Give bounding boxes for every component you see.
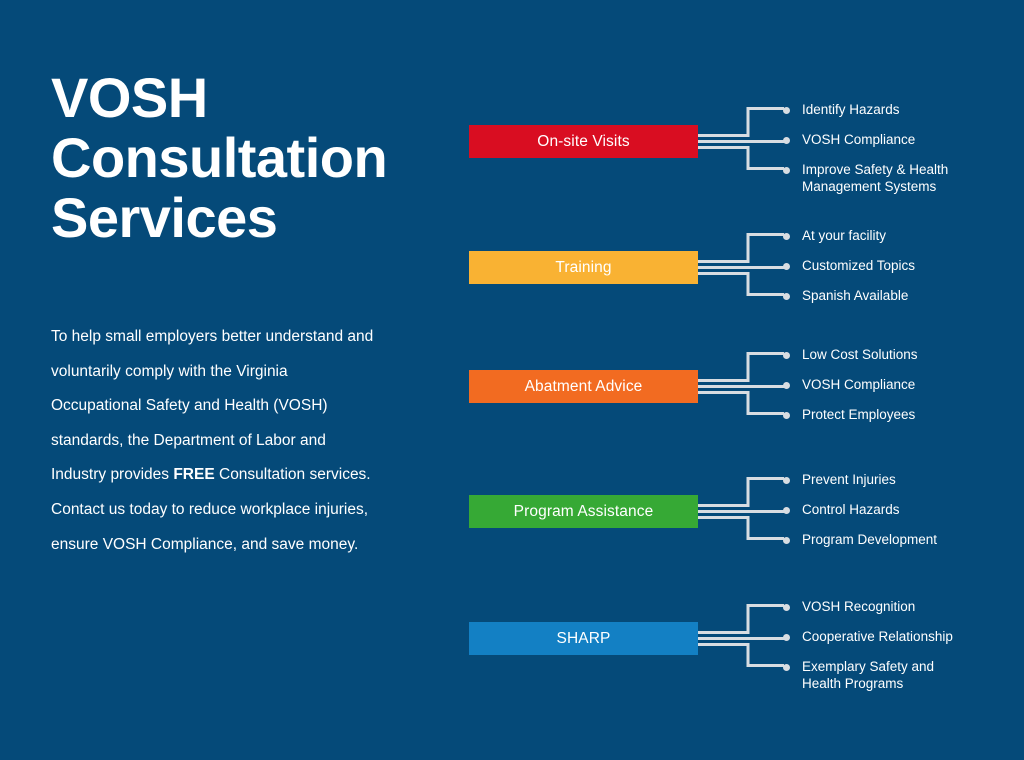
branch-connectors <box>698 352 784 415</box>
connector-line <box>698 643 784 667</box>
intro-paragraph: To help small employers better understan… <box>51 320 381 562</box>
service-item[interactable]: Protect Employees <box>783 406 915 423</box>
bullet-dot-icon <box>783 507 790 514</box>
service-bar-label: Program Assistance <box>513 502 654 520</box>
service-item-label: VOSH Compliance <box>802 377 916 392</box>
service-item[interactable]: VOSH Compliance <box>783 376 915 393</box>
service-item-label: At your facility <box>802 228 887 243</box>
connector-line <box>698 477 784 507</box>
bullet-dot-icon <box>783 263 790 270</box>
service-item-label: VOSH Compliance <box>802 132 916 147</box>
service-item[interactable]: Low Cost Solutions <box>783 346 918 363</box>
bullet-dot-icon <box>783 664 790 671</box>
service-item[interactable]: At your facility <box>783 227 886 244</box>
intro-text-part2: Consultation services. Contact us today … <box>51 466 371 553</box>
service-item-label: Exemplary Safety and Health Programs <box>802 659 935 691</box>
header-block: VOSH Consultation Services <box>51 68 451 248</box>
service-item[interactable]: Cooperative Relationship <box>783 628 953 645</box>
service-bar-label: SHARP <box>556 629 611 647</box>
branch-connectors <box>698 604 784 667</box>
connector-line <box>698 146 784 170</box>
bullet-dot-icon <box>783 233 790 240</box>
service-bar-label: Abatment Advice <box>524 377 643 395</box>
branch-connectors <box>698 233 784 296</box>
service-item-label: Low Cost Solutions <box>802 347 918 362</box>
intro-emphasis-free: FREE <box>173 466 215 484</box>
service-item-label: Protect Employees <box>802 407 916 422</box>
connector-line <box>698 233 784 263</box>
bullet-dot-icon <box>783 107 790 114</box>
service-bar-label: On-site Visits <box>537 132 630 150</box>
service-item[interactable]: Spanish Available <box>783 287 908 304</box>
service-item[interactable]: Improve Safety & Health Management Syste… <box>783 161 948 195</box>
service-item[interactable]: Prevent Injuries <box>783 471 896 488</box>
bullet-dot-icon <box>783 477 790 484</box>
bullet-dot-icon <box>783 382 790 389</box>
bullet-dot-icon <box>783 412 790 419</box>
service-bar[interactable]: SHARP <box>469 622 698 655</box>
connector-line <box>698 604 784 634</box>
service-bar[interactable]: Program Assistance <box>469 495 698 528</box>
service-bar[interactable]: Abatment Advice <box>469 370 698 403</box>
service-item-label: Customized Topics <box>802 258 916 273</box>
connector-line <box>698 352 784 382</box>
service-item[interactable]: Customized Topics <box>783 257 915 274</box>
service-item-label: Prevent Injuries <box>802 472 896 487</box>
service-item-label: Cooperative Relationship <box>802 629 953 644</box>
page-title: VOSH Consultation Services <box>51 66 388 249</box>
service-item-label: Identify Hazards <box>802 102 900 117</box>
connector-line <box>698 272 784 296</box>
service-item-label: Spanish Available <box>802 288 909 303</box>
bullet-dot-icon <box>783 352 790 359</box>
service-item[interactable]: VOSH Recognition <box>783 598 915 615</box>
service-item[interactable]: Identify Hazards <box>783 101 900 118</box>
service-item-label: Control Hazards <box>802 502 900 517</box>
intro-text-part1: To help small employers better understan… <box>51 328 374 484</box>
service-bar[interactable]: Training <box>469 251 698 284</box>
branch-connectors <box>698 107 784 170</box>
bullet-dot-icon <box>783 167 790 174</box>
bullet-dot-icon <box>783 137 790 144</box>
service-bar[interactable]: On-site Visits <box>469 125 698 158</box>
service-item[interactable]: VOSH Compliance <box>783 131 915 148</box>
branch-connectors <box>698 477 784 540</box>
service-item-label: VOSH Recognition <box>802 599 916 614</box>
service-item[interactable]: Control Hazards <box>783 501 900 518</box>
bullet-dot-icon <box>783 293 790 300</box>
bullet-dot-icon <box>783 604 790 611</box>
service-item[interactable]: Program Development <box>783 531 937 548</box>
bullet-dot-icon <box>783 537 790 544</box>
connector-line <box>698 516 784 540</box>
service-item-label: Improve Safety & Health Management Syste… <box>802 162 949 194</box>
bullet-dot-icon <box>783 634 790 641</box>
service-bar-label: Training <box>555 258 612 276</box>
service-item-label: Program Development <box>802 532 938 547</box>
service-item[interactable]: Exemplary Safety and Health Programs <box>783 658 934 692</box>
connector-line <box>698 391 784 415</box>
connector-line <box>698 107 784 137</box>
